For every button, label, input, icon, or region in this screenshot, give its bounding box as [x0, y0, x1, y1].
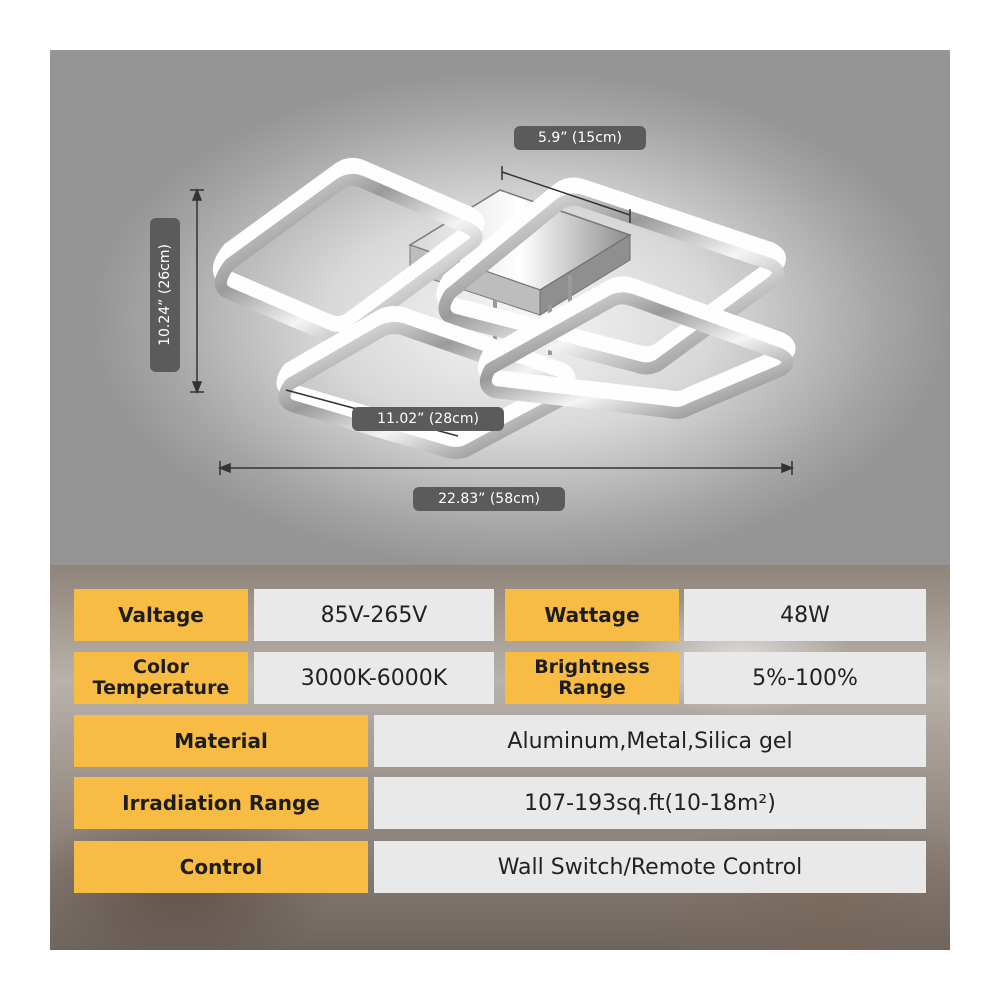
product-photo: 5.9” (15cm) 10.24” (26cm) 11.02” (28cm) …	[50, 50, 950, 565]
total-width-dimension-label: 22.83” (58cm)	[413, 487, 565, 511]
height-dimension-label: 10.24” (26cm)	[150, 218, 180, 372]
brightness-range-value: 5%-100%	[684, 652, 926, 704]
brightness-range-label: Brightness Range	[505, 652, 679, 704]
ring-front-right	[477, 276, 796, 419]
ring-back-right	[436, 177, 786, 375]
material-value: Aluminum,Metal,Silica gel	[374, 715, 926, 767]
product-spec-image: 5.9” (15cm) 10.24” (26cm) 11.02” (28cm) …	[50, 50, 950, 950]
wattage-value: 48W	[684, 589, 926, 641]
dimension-lines	[190, 166, 795, 475]
color-temperature-label-line2: Temperature	[92, 677, 230, 699]
irradiation-range-label: Irradiation Range	[74, 777, 368, 829]
voltage-value: 85V-265V	[254, 589, 494, 641]
module-width-dimension-label: 11.02” (28cm)	[352, 407, 504, 431]
irradiation-range-value: 107-193sq.ft(10-18m²)	[374, 777, 926, 829]
height-dimension-text: 10.24” (26cm)	[157, 244, 173, 346]
color-temperature-label-line1: Color	[133, 656, 189, 678]
brightness-range-label-line2: Range	[558, 677, 626, 699]
control-label: Control	[74, 841, 368, 893]
color-temperature-label: Color Temperature	[74, 652, 248, 704]
color-temperature-value: 3000K-6000K	[254, 652, 494, 704]
depth-dimension-label: 5.9” (15cm)	[514, 126, 646, 150]
voltage-label: Valtage	[74, 589, 248, 641]
wattage-label: Wattage	[505, 589, 679, 641]
ring-back-left	[212, 157, 485, 345]
spec-table: Valtage 85V-265V Wattage 48W Color Tempe…	[50, 565, 950, 950]
brightness-range-label-line1: Brightness	[534, 656, 650, 678]
control-value: Wall Switch/Remote Control	[374, 841, 926, 893]
material-label: Material	[74, 715, 368, 767]
ceiling-light-illustration	[190, 157, 796, 475]
